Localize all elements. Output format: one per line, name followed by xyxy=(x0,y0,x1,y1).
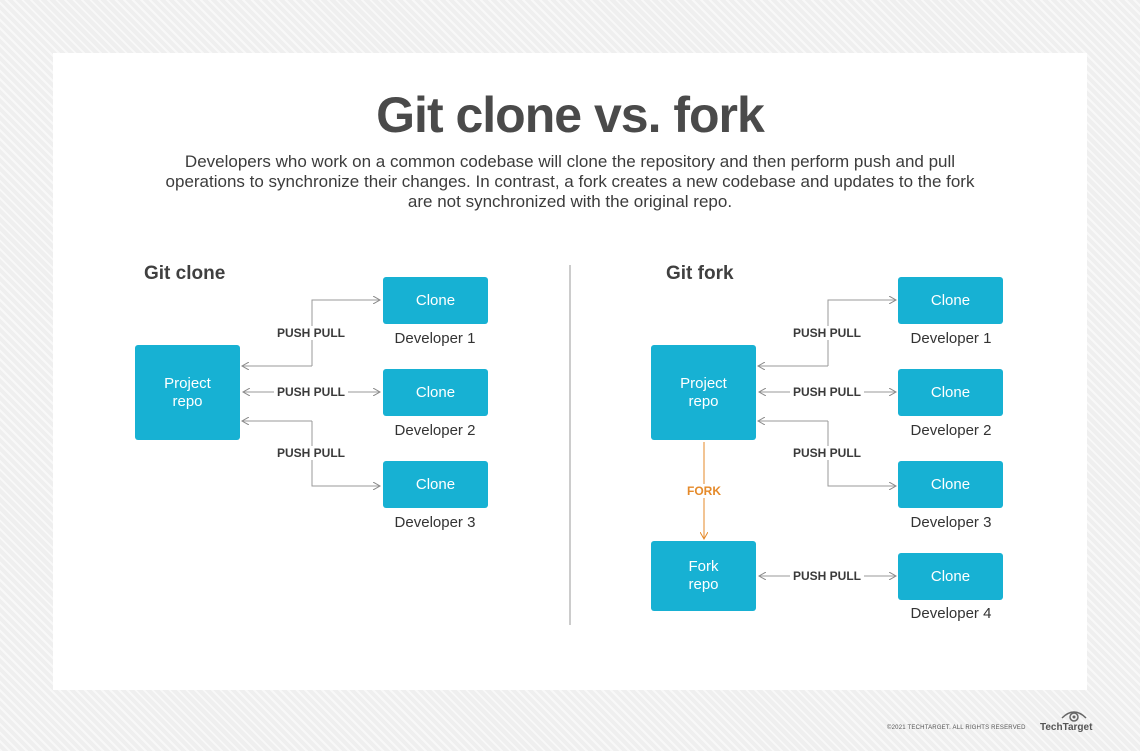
fork-repo-node: Fork repo xyxy=(651,541,756,611)
clone-edge-3-push xyxy=(311,421,380,486)
clone-project-repo-node: Project repo xyxy=(135,345,240,440)
fork-developer-1-label: Developer 1 xyxy=(910,330,992,347)
fork-link-label-3: PUSH PULL xyxy=(790,446,865,460)
fork-link-label-4: PUSH PULL xyxy=(790,569,865,583)
page-subtitle: Developers who work on a common codebase… xyxy=(165,152,975,211)
clone-node-1: Clone xyxy=(383,277,488,324)
fork-section-heading: Git fork xyxy=(666,263,734,284)
clone-section-heading: Git clone xyxy=(144,263,226,284)
fork-clone-node-3: Clone xyxy=(898,461,1003,508)
fork-link-label-2: PUSH PULL xyxy=(790,385,865,399)
fork-link-label: FORK xyxy=(684,484,724,498)
clone-link-label-1: PUSH PULL xyxy=(274,326,349,340)
copyright-text: ©2021 TECHTARGET. ALL RIGHTS RESERVED xyxy=(887,725,1026,731)
techtarget-eye-icon xyxy=(1061,711,1087,722)
clone-developer-1-label: Developer 1 xyxy=(394,330,476,347)
techtarget-logo-text: TechTarget xyxy=(1040,722,1093,733)
clone-link-label-2: PUSH PULL xyxy=(274,385,349,399)
fork-clone-node-1: Clone xyxy=(898,277,1003,324)
clone-developer-3-label: Developer 3 xyxy=(394,514,476,531)
clone-developer-2-label: Developer 2 xyxy=(394,422,476,439)
fork-developer-3-label: Developer 3 xyxy=(910,514,992,531)
clone-node-3: Clone xyxy=(383,461,488,508)
page-title: Git clone vs. fork xyxy=(376,87,765,143)
clone-node-2: Clone xyxy=(383,369,488,416)
fork-developer-2-label: Developer 2 xyxy=(910,422,992,439)
fork-developer-4-label: Developer 4 xyxy=(910,605,992,622)
clone-edge-1-push xyxy=(311,300,380,366)
fork-clone-node-4: Clone xyxy=(898,553,1003,600)
fork-edge-3-push xyxy=(827,421,896,486)
fork-edge-1-push xyxy=(827,300,896,366)
fork-project-repo-node: Project repo xyxy=(651,345,756,440)
clone-link-label-3: PUSH PULL xyxy=(274,446,349,460)
fork-clone-node-2: Clone xyxy=(898,369,1003,416)
fork-link-label-1: PUSH PULL xyxy=(790,326,865,340)
